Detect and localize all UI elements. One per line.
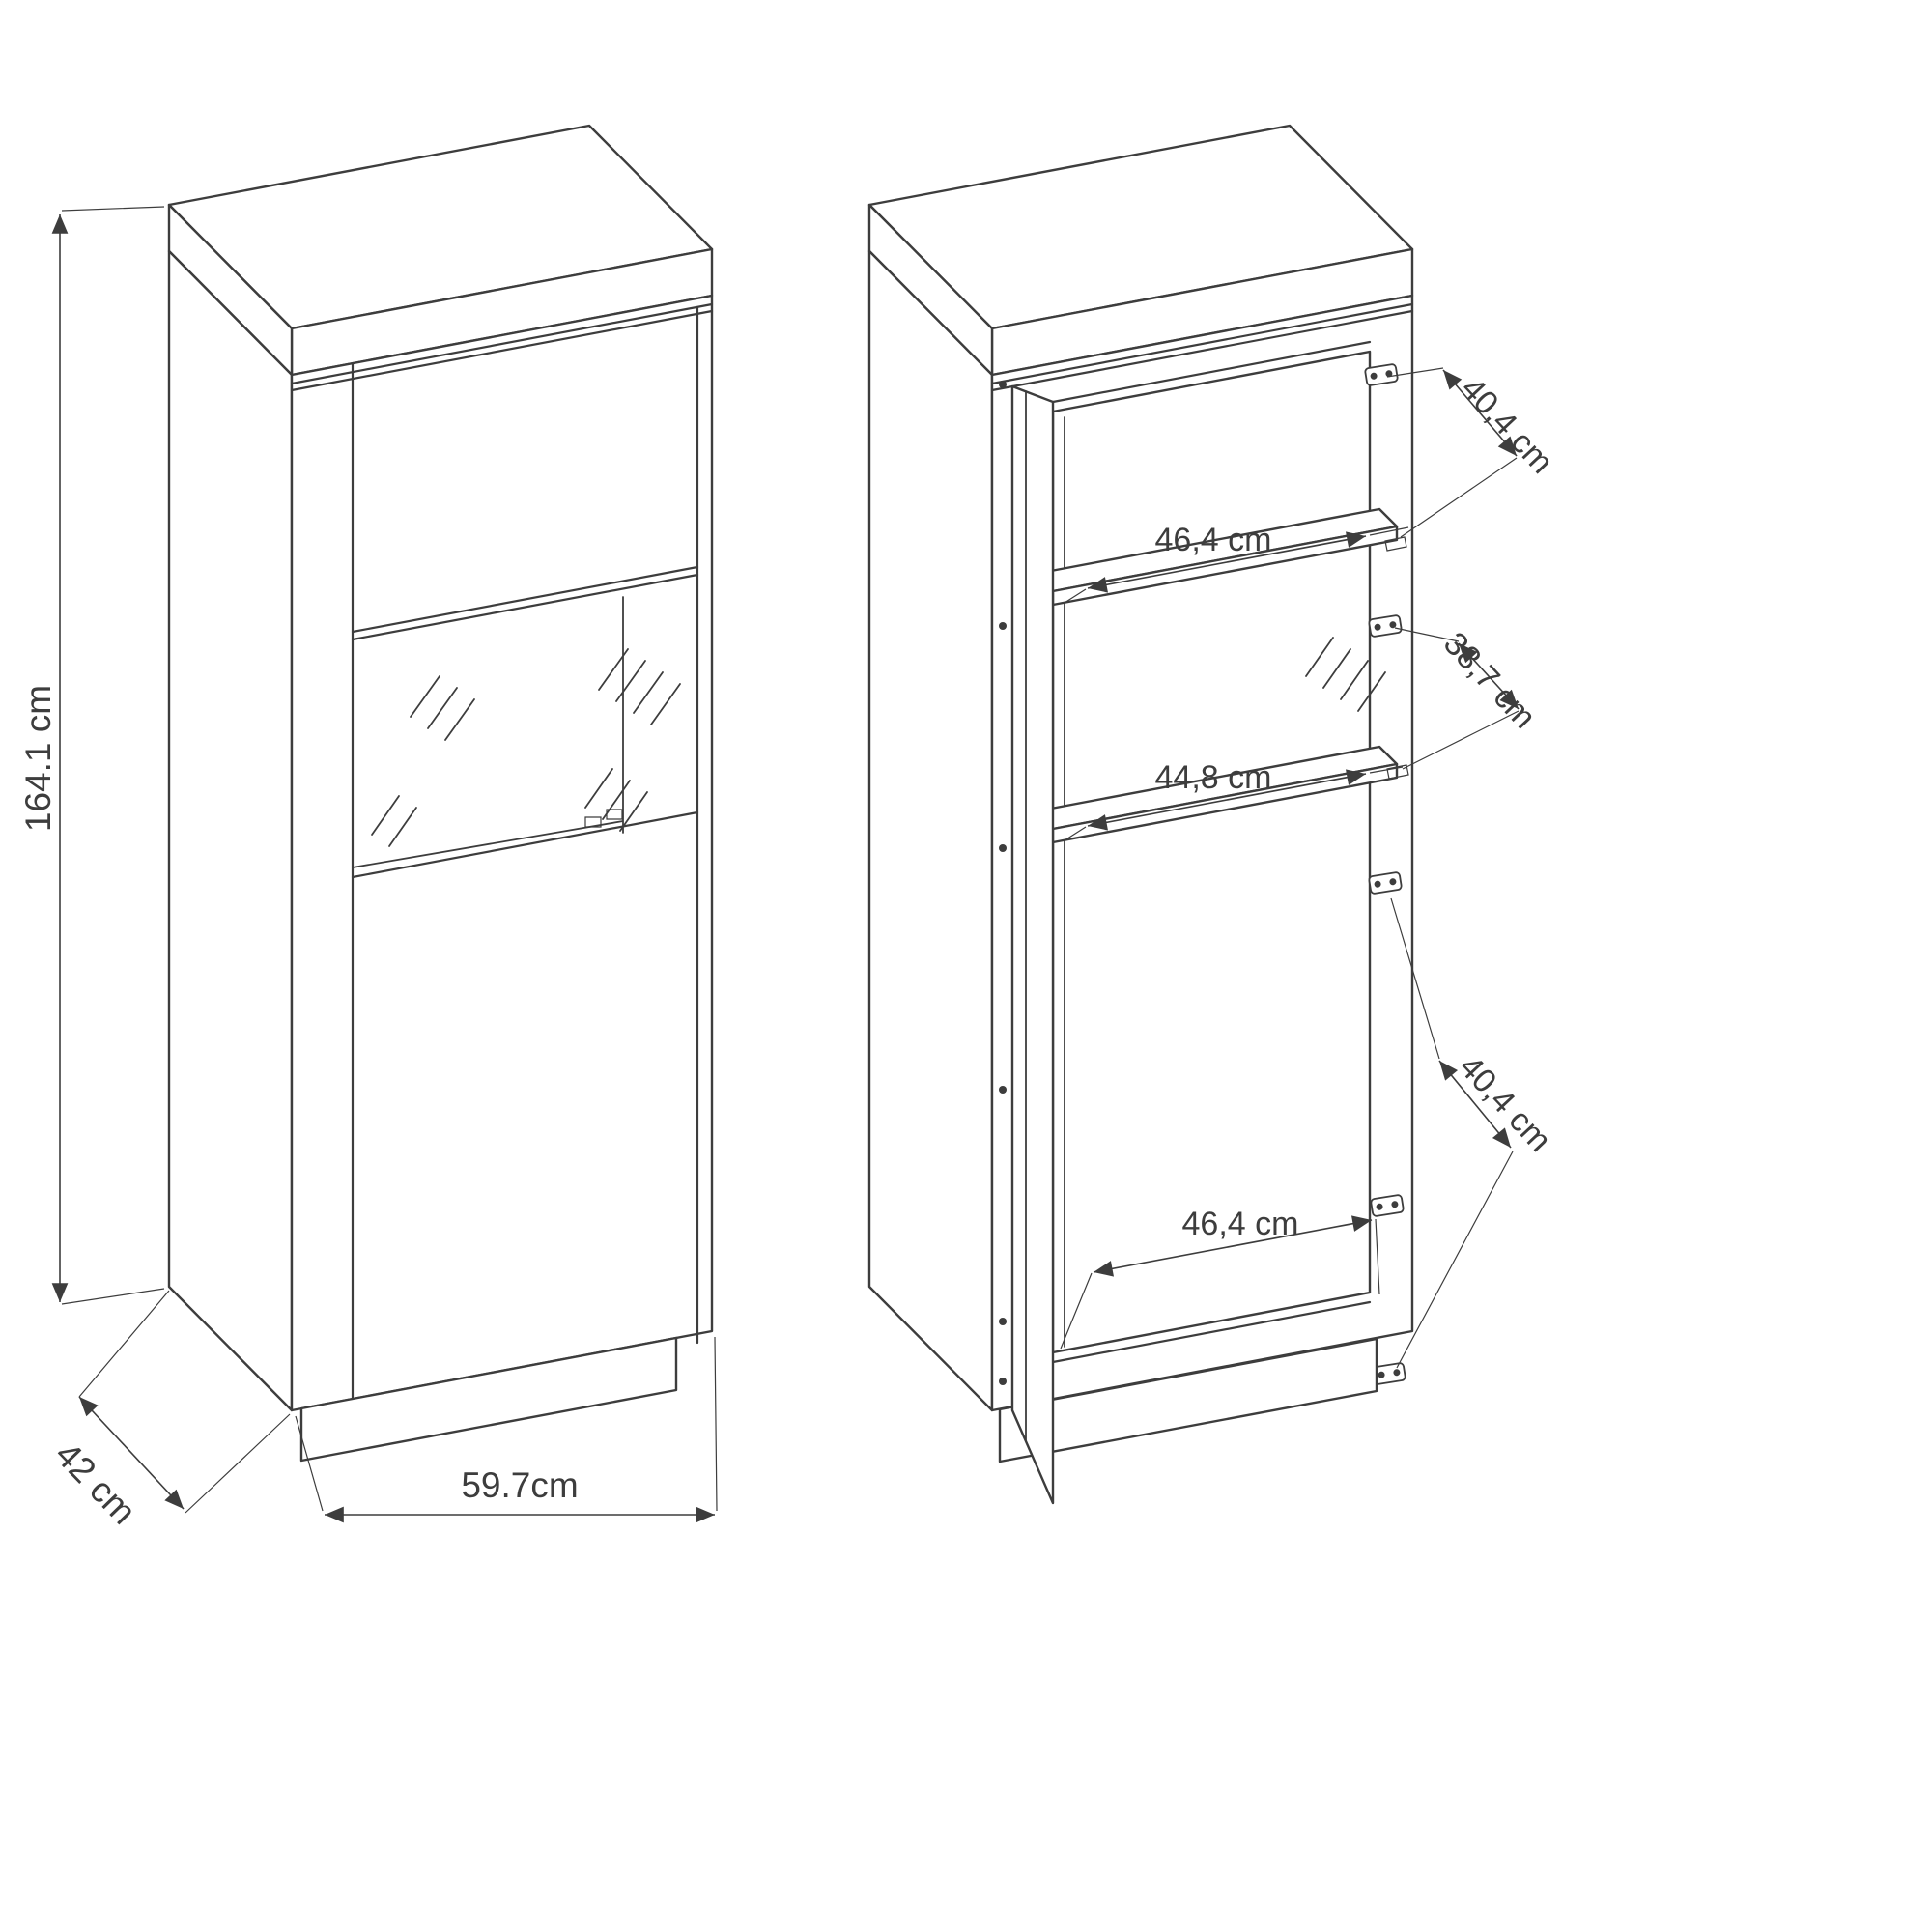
- dimension-extension-lines: [1064, 526, 1409, 604]
- handle-groove-lines: [290, 302, 714, 392]
- open-door-panel: [1010, 384, 1055, 1505]
- dimension-arrow: [1442, 369, 1518, 457]
- cabinet-front-face: [290, 294, 714, 1412]
- hinge-icon: [1369, 1193, 1406, 1218]
- screw-icon: [999, 1318, 1007, 1325]
- hinge-icon: [1367, 613, 1404, 639]
- interior-bottom-edge: [1051, 1300, 1372, 1364]
- dimension-extension-lines: [78, 1290, 291, 1514]
- dimension-arrow: [1093, 1215, 1373, 1277]
- cabinet-plinth: [299, 1336, 678, 1463]
- bottom-width-dimension: 46,4 cm: [1060, 1206, 1380, 1350]
- height-dimension-label: 164.1 cm: [18, 685, 58, 832]
- dimension-extension-lines: [1060, 1218, 1380, 1350]
- open-door: [1010, 384, 1055, 1505]
- glass-reflection-hatch: [371, 795, 417, 847]
- dimension-arrow: [1438, 1060, 1512, 1149]
- handle-groove-lines: [990, 302, 1414, 392]
- cabinet-opening: [1051, 350, 1372, 1354]
- dimension-arrow: [1458, 642, 1520, 710]
- middle-width-dimension: 44,8 cm: [1064, 759, 1404, 841]
- closed-view: 164.1 cm 42 cm 59.7cm: [18, 124, 718, 1532]
- dimension-extension-lines: [1390, 897, 1514, 1369]
- top-width-dimension: 46,4 cm: [1064, 522, 1409, 604]
- hinge-icon: [1367, 870, 1404, 895]
- cabinet-plinth: [998, 1337, 1378, 1463]
- screw-icon: [999, 1378, 1007, 1385]
- open-view: 40,4 cm 46,4 cm 38,7 cm 44,8 cm 40,4 cm: [867, 124, 1560, 1505]
- glass-reflection-hatch: [410, 675, 475, 741]
- screw-holes: [999, 381, 1007, 1385]
- shelf-bracket-icon: [1384, 536, 1409, 780]
- screw-icon: [999, 622, 1007, 630]
- hinge-icon: [1363, 362, 1400, 387]
- screw-icon: [999, 381, 1007, 388]
- dimension-extension-lines: [1064, 766, 1404, 841]
- shelf-bracket-icon: [584, 809, 623, 828]
- door-panel-divider-lines: [351, 565, 699, 879]
- dimension-extension-lines: [1386, 367, 1518, 538]
- top-width-label: 46,4 cm: [1155, 522, 1272, 558]
- dimension-arrow: [1087, 769, 1367, 831]
- glass-reflection-hatch: [584, 768, 648, 832]
- screw-icon: [999, 1086, 1007, 1094]
- glass-reflection-hatch: [598, 648, 681, 725]
- screw-icon: [999, 844, 1007, 852]
- dimension-extension-lines: [61, 206, 165, 1305]
- width-dimension-label: 59.7cm: [461, 1465, 578, 1505]
- dimension-extension-lines: [295, 1336, 718, 1512]
- height-dimension: 164.1 cm: [18, 206, 165, 1305]
- width-dimension: 59.7cm: [295, 1336, 718, 1523]
- interior-top-edge: [1051, 340, 1372, 404]
- bottom-width-label: 46,4 cm: [1182, 1206, 1299, 1242]
- dimension-extension-lines: [1394, 627, 1520, 770]
- cabinet-left-side-panel: [167, 249, 294, 1412]
- cabinet-left-side-panel: [867, 249, 994, 1412]
- door-edge-lines: [351, 305, 699, 1401]
- display-interior-lines: [352, 596, 624, 868]
- dimension-arrow: [1087, 531, 1367, 593]
- middle-width-label: 44,8 cm: [1155, 759, 1272, 796]
- dimension-arrow: [78, 1396, 185, 1510]
- glass-reflection-hatch: [1305, 637, 1386, 712]
